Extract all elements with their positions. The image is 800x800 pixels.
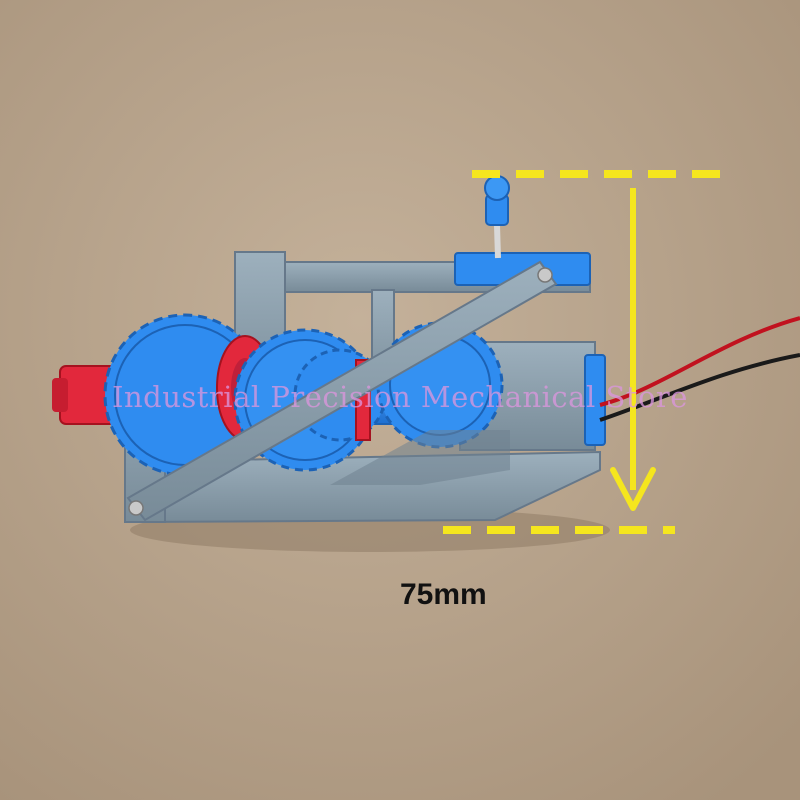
motor-end-cap xyxy=(584,354,606,446)
red-coupling-cap xyxy=(52,378,68,412)
wire-black xyxy=(599,353,800,422)
brace-screw-bottom xyxy=(128,500,144,516)
dimension-arrow-head xyxy=(610,467,656,511)
shift-knob-ball xyxy=(484,175,510,201)
dimension-label: 75mm xyxy=(400,578,487,611)
wire-red xyxy=(599,316,800,407)
frame-cutout-edge xyxy=(330,430,510,485)
brace-screw-top xyxy=(537,267,553,283)
